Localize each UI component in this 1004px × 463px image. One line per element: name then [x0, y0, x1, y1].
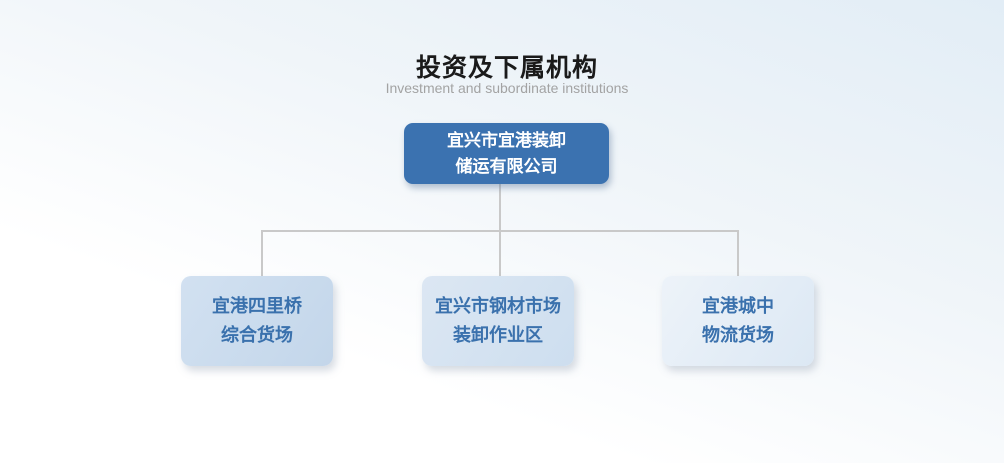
org-node-child-1: 宜港四里桥 综合货场 — [181, 276, 333, 366]
connector-right-drop-line — [737, 230, 739, 277]
org-node-root-label-line1: 宜兴市宜港装卸 — [447, 130, 566, 150]
org-node-child-2-label-line2: 装卸作业区 — [453, 325, 543, 345]
page-subtitle: Investment and subordinate institutions — [385, 80, 629, 96]
org-node-child-2-label-line1: 宜兴市钢材市场 — [435, 296, 561, 316]
org-node-child-1-label-line1: 宜港四里桥 — [212, 296, 302, 316]
org-node-child-2: 宜兴市钢材市场 装卸作业区 — [422, 276, 574, 366]
page-title: 投资及下属机构 — [415, 54, 598, 82]
org-node-root-label-line2: 储运有限公司 — [455, 156, 558, 176]
org-node-child-1-label-line2: 综合货场 — [221, 325, 293, 345]
org-node-root: 宜兴市宜港装卸 储运有限公司 — [404, 123, 609, 184]
org-node-child-3-label-line1: 宜港城中 — [702, 296, 774, 316]
org-node-child-3: 宜港城中 物流货场 — [662, 276, 814, 366]
org-node-child-3-label-line2: 物流货场 — [702, 325, 774, 345]
connector-horizontal-line — [261, 230, 739, 232]
connector-left-drop-line — [261, 230, 263, 277]
